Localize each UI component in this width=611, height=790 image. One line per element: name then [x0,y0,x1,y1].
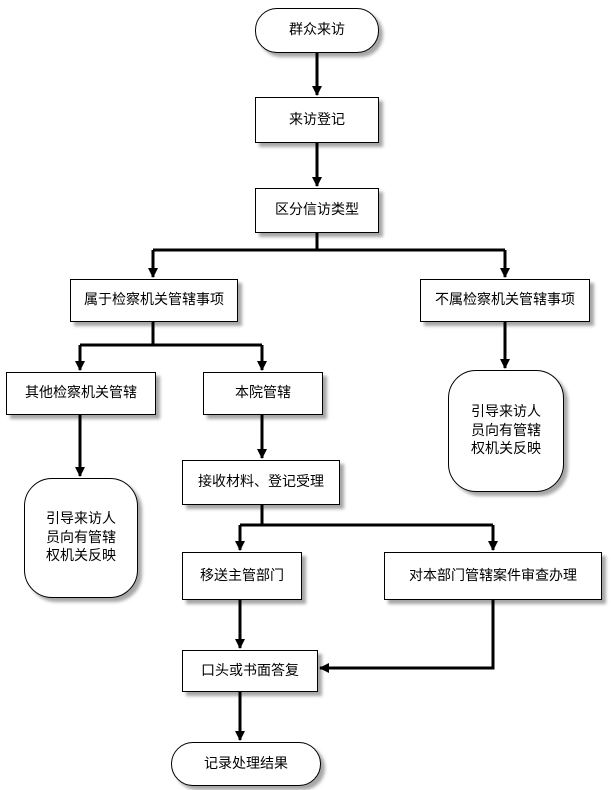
review-node: 对本部门管辖案件审查办理 [384,552,602,600]
within-scope-label: 属于检察机关管辖事项 [84,292,224,309]
within-scope-node: 属于检察机关管辖事项 [70,279,238,322]
start-label: 群众来访 [289,22,345,39]
outside-scope-node: 不属检察机关管辖事项 [420,279,590,322]
this-procuratorate-label: 本院管辖 [235,385,291,402]
register-node: 来访登记 [255,97,379,143]
receive-label: 接收材料、登记受理 [198,474,324,491]
reply-label: 口头或书面答复 [201,662,299,679]
outside-scope-label: 不属检察机关管辖事项 [435,292,575,309]
other-procuratorate-node: 其他检察机关管辖 [6,372,156,415]
edge-review-reply [319,600,495,673]
guide-left-label: 引导来访人 员向有管辖 权机关反映 [46,510,116,565]
classify-label: 区分信访类型 [275,202,359,219]
other-procuratorate-label: 其他检察机关管辖 [25,385,137,402]
guide-right-label: 引导来访人 员向有管辖 权机关反映 [471,403,541,458]
record-label: 记录处理结果 [204,755,288,772]
record-node: 记录处理结果 [171,742,321,786]
guide-right-node: 引导来访人 员向有管辖 权机关反映 [448,370,564,492]
classify-node: 区分信访类型 [255,188,379,233]
transfer-label: 移送主管部门 [200,567,284,584]
register-label: 来访登记 [289,111,345,128]
reply-node: 口头或书面答复 [182,650,318,692]
transfer-node: 移送主管部门 [182,552,302,600]
this-procuratorate-node: 本院管辖 [203,372,323,415]
guide-left-node: 引导来访人 员向有管辖 权机关反映 [24,478,138,598]
review-label: 对本部门管辖案件审查办理 [409,567,577,584]
start-node: 群众来访 [255,8,379,53]
receive-node: 接收材料、登记受理 [182,460,340,505]
